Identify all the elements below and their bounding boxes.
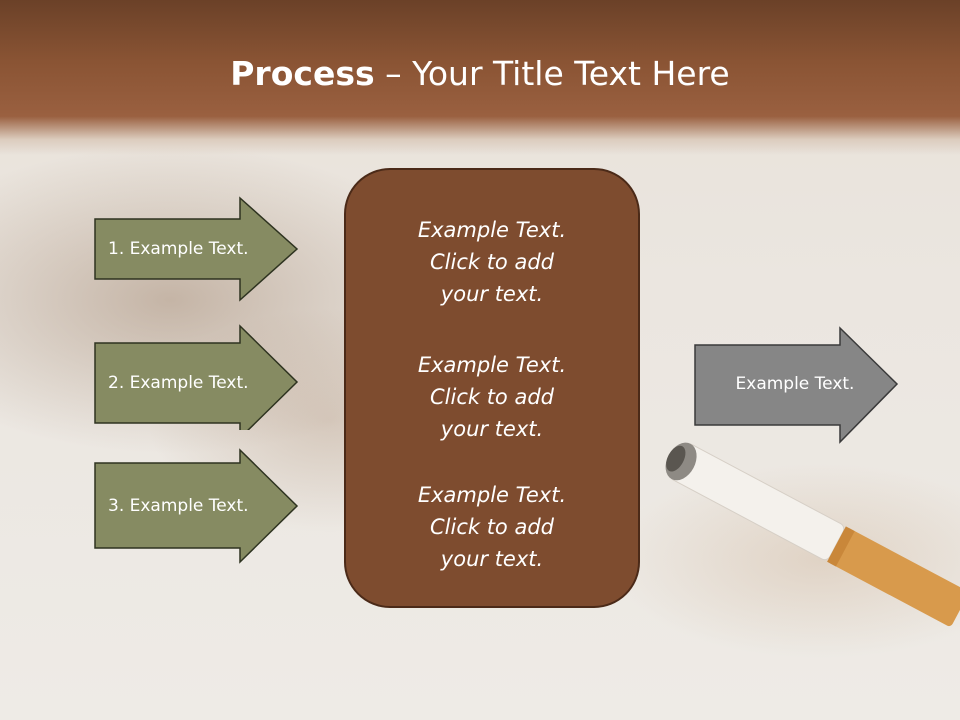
arrow-2: 2. Example Text. (94, 324, 300, 430)
arrow-shape (94, 448, 299, 564)
center-item-line: your text. (440, 417, 544, 441)
center-item-line: Click to add (429, 515, 554, 539)
header-band (0, 0, 960, 155)
center-item-line: your text. (440, 547, 544, 571)
arrow-1-label: 1. Example Text. (108, 239, 249, 259)
center-item-line: Example Text. (417, 218, 567, 242)
title-rest: – Your Title Text Here (374, 54, 730, 93)
output-arrow: Example Text. (694, 326, 900, 444)
cigarette-image (665, 442, 960, 627)
center-item-line: Example Text. (417, 353, 567, 377)
arrow-shape (94, 324, 299, 430)
arrow-2-label: 2. Example Text. (108, 373, 249, 393)
center-item-3: Example Text. Click to add your text. (346, 479, 638, 575)
slide-title: Process – Your Title Text Here (0, 52, 960, 96)
arrow-shape (694, 326, 899, 444)
arrow-3: 3. Example Text. (94, 448, 300, 564)
center-item-line: Example Text. (417, 483, 567, 507)
center-text-box[interactable]: Example Text. Click to add your text. Ex… (344, 168, 640, 608)
arrow-shape (94, 196, 299, 302)
center-item-line: Click to add (429, 250, 554, 274)
center-item-line: your text. (440, 282, 544, 306)
arrow-1: 1. Example Text. (94, 196, 300, 302)
center-item-1: Example Text. Click to add your text. (346, 214, 638, 310)
center-item-2: Example Text. Click to add your text. (346, 349, 638, 445)
center-item-line: Click to add (429, 385, 554, 409)
output-arrow-label: Example Text. (735, 374, 855, 394)
title-bold: Process (230, 54, 375, 93)
arrow-3-label: 3. Example Text. (108, 496, 249, 516)
